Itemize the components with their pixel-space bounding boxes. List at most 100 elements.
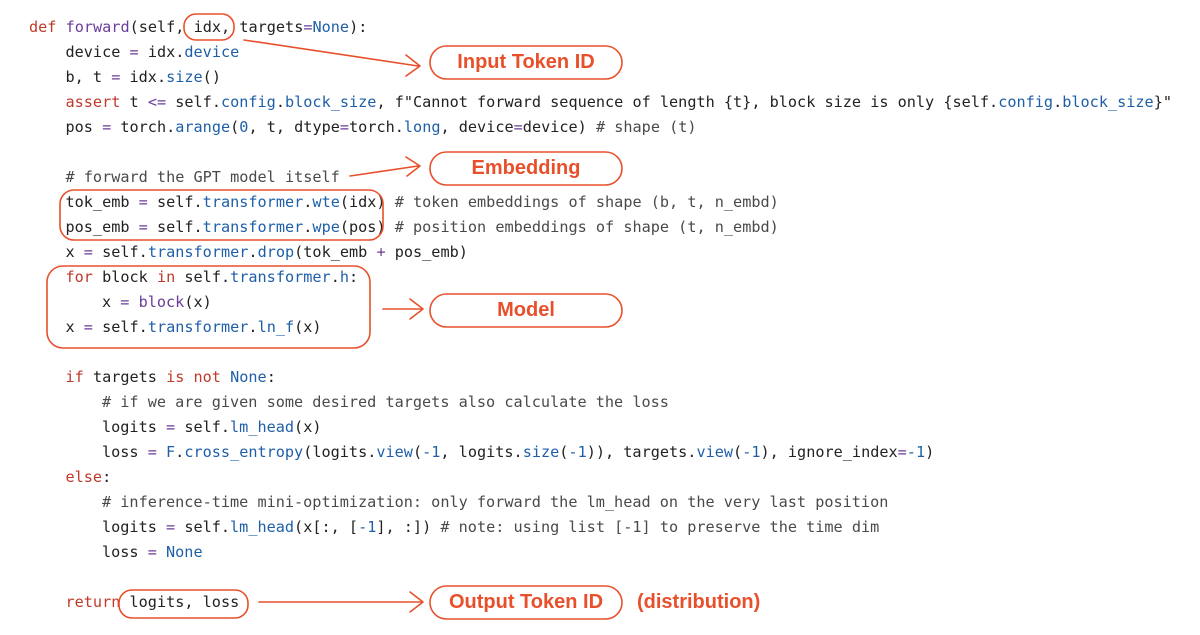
code-token: .	[303, 193, 313, 211]
code-token: =	[120, 293, 139, 311]
code-token: None	[166, 543, 203, 561]
label-pill-input	[429, 45, 623, 80]
code-token: (logits.	[303, 443, 377, 461]
code-token: =	[138, 218, 157, 236]
code-token: b, t	[65, 68, 112, 86]
code-token: device	[65, 43, 130, 61]
code-token: loss	[102, 443, 148, 461]
code-token: , t, dtype	[248, 118, 340, 136]
code-token: (	[412, 443, 423, 461]
code-line: else:	[66, 465, 112, 490]
code-line: logits = self.lm_head(x)	[102, 415, 321, 440]
code-line: assert t <= self.config.block_size, f"Ca…	[66, 90, 1172, 115]
code-token: ()	[202, 68, 221, 86]
code-token: transformer	[147, 318, 249, 336]
code-token: self.	[102, 243, 148, 261]
code-token: self.	[175, 93, 221, 111]
arrow-model-head	[409, 298, 424, 320]
code-token: =	[303, 18, 313, 36]
code-token: =	[166, 518, 185, 536]
code-token: -1	[422, 443, 441, 461]
code-token: pos_emb)	[394, 243, 468, 261]
code-token: if	[65, 368, 93, 386]
code-token: =	[897, 443, 907, 461]
code-token: # note: using list [-1] to preserve the …	[440, 518, 880, 536]
code-token: .	[275, 93, 285, 111]
code-token: x	[65, 243, 84, 261]
code-token: (	[230, 118, 240, 136]
code-token: cross_entropy	[184, 443, 304, 461]
code-token: config	[998, 93, 1054, 111]
highlight-embedding-lines	[59, 189, 384, 241]
code-token: h	[339, 268, 350, 286]
code-token: logits	[102, 518, 167, 536]
code-token: config	[220, 93, 276, 111]
code-token: (x)	[184, 293, 212, 311]
code-token: =	[166, 418, 185, 436]
code-token: =	[102, 118, 121, 136]
code-token: is not	[166, 368, 231, 386]
code-token: # position embeddings of shape (t, n_emb…	[394, 218, 779, 236]
code-token: F	[166, 443, 176, 461]
code-token: :	[266, 368, 276, 386]
code-token: long	[403, 118, 441, 136]
code-token: }"	[1153, 93, 1172, 111]
code-token: idx.	[147, 43, 185, 61]
label-pill-embedding	[429, 151, 623, 186]
code-token: =	[147, 543, 167, 561]
arrow-input-head	[405, 54, 421, 77]
code-token: =	[147, 443, 167, 461]
code-line: logits = self.lm_head(x[:, [-1], :]) # n…	[102, 515, 879, 540]
code-line: # forward the GPT model itself	[66, 165, 340, 190]
code-token: -1	[906, 443, 926, 461]
code-token: -1	[358, 518, 377, 536]
code-token: ), ignore_index	[760, 443, 898, 461]
code-token: =	[129, 43, 148, 61]
code-token: return	[65, 593, 130, 611]
code-token: <=	[147, 93, 176, 111]
code-token: block	[102, 268, 157, 286]
code-token: .	[330, 268, 340, 286]
code-token: , logits.	[440, 443, 523, 461]
code-token: block_size	[1062, 93, 1154, 111]
code-token: view	[376, 443, 413, 461]
code-token: self.	[184, 518, 231, 536]
code-token: None	[230, 368, 267, 386]
code-line: x = block(x)	[102, 290, 212, 315]
code-token: )	[925, 443, 935, 461]
code-line: def forward(self, idx, targets=None):	[29, 15, 367, 40]
code-token: # shape (t)	[595, 118, 697, 136]
code-token: assert	[65, 93, 130, 111]
code-token: size	[522, 443, 560, 461]
code-token: .	[175, 443, 185, 461]
highlight-return-values	[118, 589, 249, 619]
code-token: wte	[312, 193, 340, 211]
label-pill-model	[429, 293, 623, 328]
code-token: transformer	[147, 243, 249, 261]
code-token: ln_f	[257, 318, 295, 336]
code-line: device = idx.device	[66, 40, 240, 65]
code-token: 0	[239, 118, 249, 136]
output-token-id-label: Output Token ID	[448, 591, 604, 613]
code-token: x	[102, 293, 121, 311]
model-label: Model	[497, 299, 555, 321]
code-line: if targets is not None:	[66, 365, 276, 390]
code-token: block_size	[285, 93, 377, 111]
code-line: # inference-time mini-optimization: only…	[102, 490, 888, 515]
code-token: wpe	[312, 218, 340, 236]
code-token: self.	[156, 193, 203, 211]
code-token: , device	[440, 118, 514, 136]
code-token: =	[83, 318, 103, 336]
code-token: =	[138, 193, 157, 211]
code-token: arange	[175, 118, 231, 136]
code-token: device	[184, 43, 240, 61]
code-line: for block in self.transformer.h:	[66, 265, 359, 290]
code-token: )), targets.	[586, 443, 697, 461]
code-token: pos_emb	[65, 218, 139, 236]
code-line: b, t = idx.size()	[66, 65, 221, 90]
code-token: (	[559, 443, 569, 461]
code-token: def	[29, 18, 66, 36]
code-token: (tok_emb	[294, 243, 377, 261]
code-token: .	[303, 218, 313, 236]
code-line: pos_emb = self.transformer.wpe(pos) # po…	[66, 215, 779, 240]
